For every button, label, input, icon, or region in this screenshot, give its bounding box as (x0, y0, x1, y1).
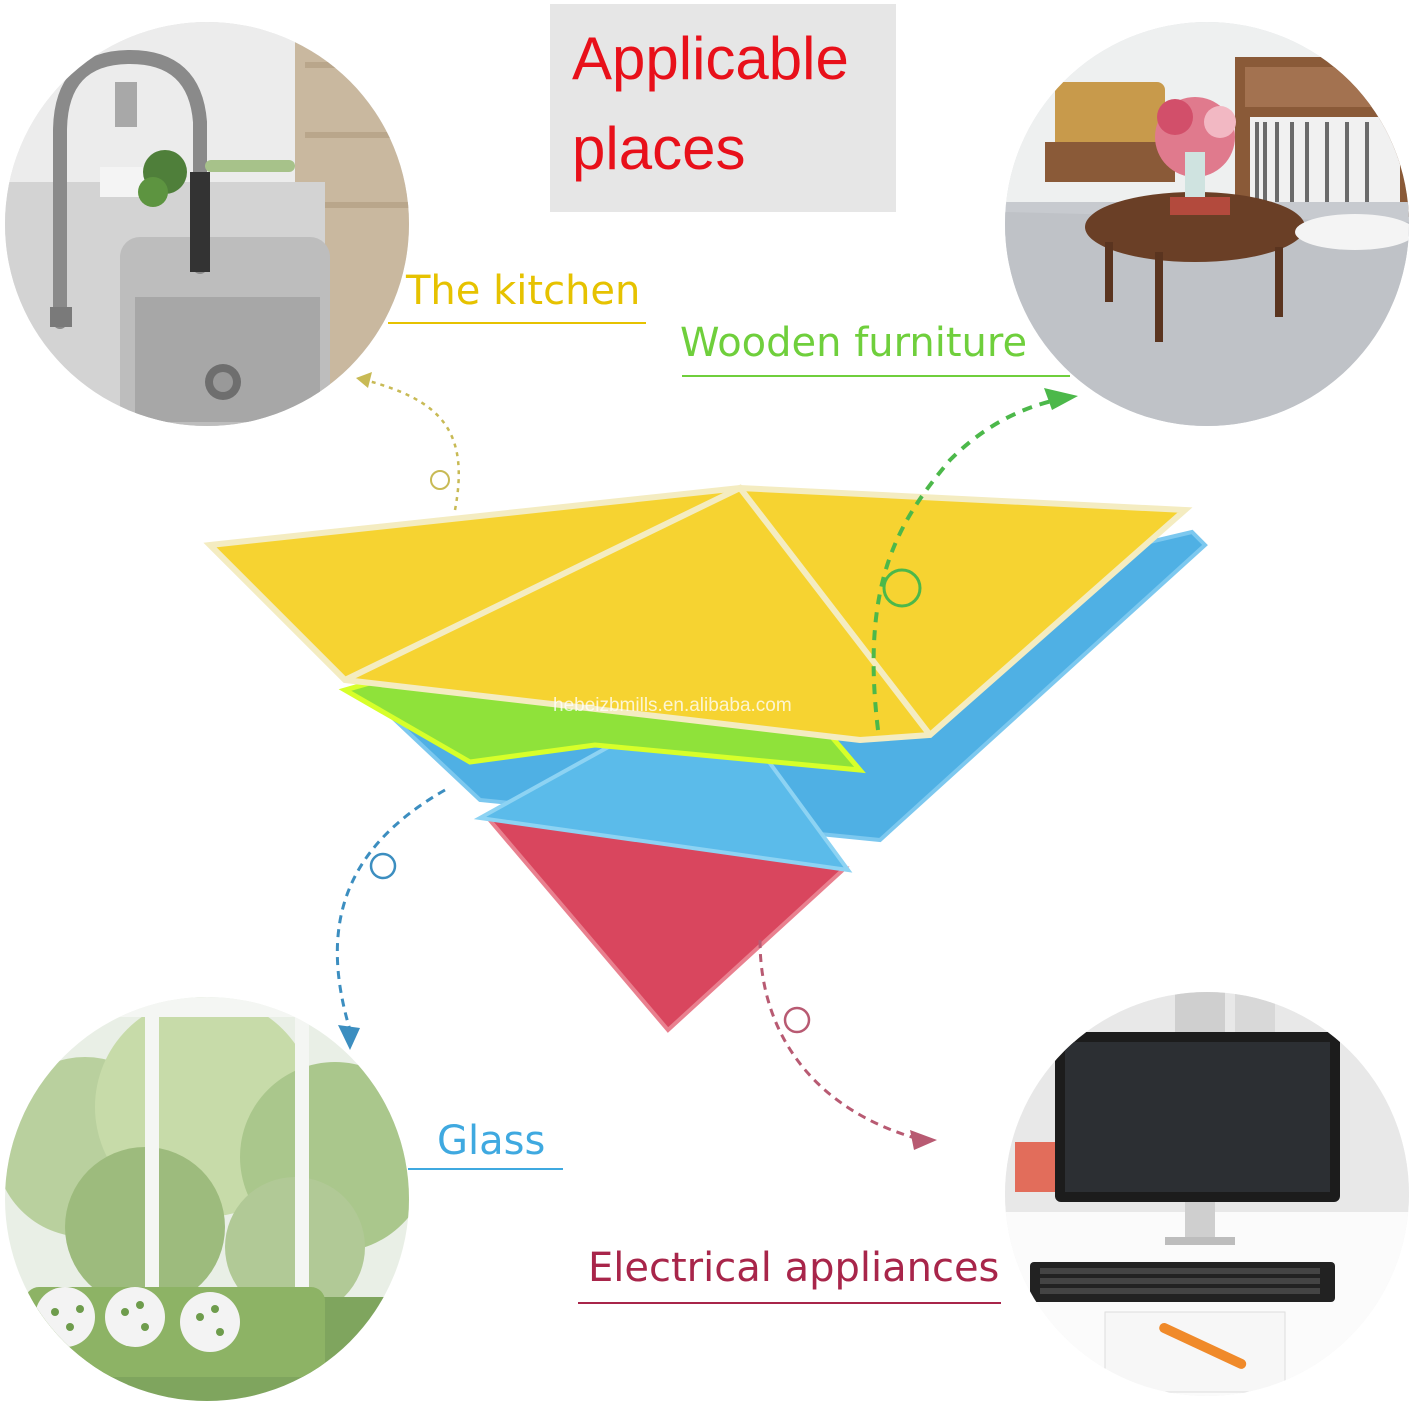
kitchen-arrow-loop (430, 470, 450, 490)
wooden-furniture-label: Wooden furniture (680, 320, 1028, 366)
watermark: hebeizbmills.en.alibaba.com (553, 695, 792, 716)
glass-underline (408, 1168, 563, 1170)
kitchen-label: The kitchen (406, 268, 641, 314)
wooden-furniture-arrow-loop (882, 568, 922, 608)
wooden-furniture-underline (682, 375, 1070, 377)
glass-label: Glass (437, 1118, 546, 1164)
wooden-furniture-arrowhead (1044, 388, 1078, 410)
kitchen-arrow (364, 378, 460, 511)
electrical-arrow (758, 939, 916, 1140)
blue-cloth-front (473, 685, 853, 873)
electrical-appliances-label: Electrical appliances (588, 1245, 1000, 1291)
yellow-cloth-fold (343, 484, 933, 737)
page-title: Applicable places (572, 25, 849, 182)
electrical-arrowhead (910, 1130, 937, 1150)
glass-arrowhead (338, 1025, 360, 1050)
yellow-cloth (203, 484, 1193, 744)
electrical-appliances-underline (578, 1302, 1001, 1304)
glass-arrow (335, 788, 446, 1031)
electrical-arrow-loop (783, 1006, 811, 1034)
kitchen-arrowhead (356, 372, 372, 388)
kitchen-underline (388, 322, 646, 324)
glass-arrow-loop (369, 852, 397, 880)
kitchen-sink-photo (5, 22, 409, 426)
title-box: Applicable places (550, 4, 896, 212)
